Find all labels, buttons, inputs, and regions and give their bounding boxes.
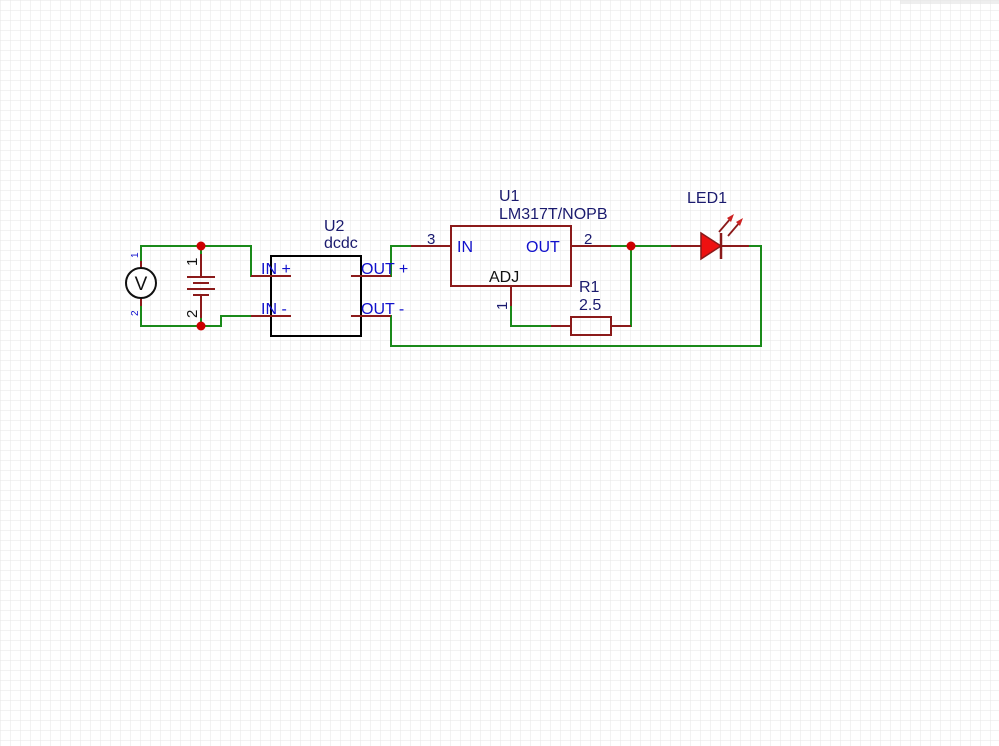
u1-pin-in-number: 3 (427, 231, 435, 248)
wire-in-minus (140, 306, 291, 327)
u1-pin-adj-number: 1 (494, 302, 511, 310)
u1-value: LM317T/NOPB (499, 206, 607, 223)
u2-body (270, 255, 362, 337)
u2-pin-in-minus-label: IN - (261, 301, 287, 318)
r1-resistor[interactable]: R1 2.5 (551, 279, 631, 336)
voltmeter-pin2-number: 2 (130, 310, 141, 316)
u2-dcdc[interactable]: U2 dcdc IN + IN - OUT + OUT - (251, 218, 408, 337)
u2-pin-out-minus-label: OUT - (361, 301, 404, 318)
junction-dot (196, 241, 206, 251)
voltmeter-pin1-number: 1 (130, 252, 141, 258)
battery-pin2-number: 2 (184, 310, 201, 318)
r1-value: 2.5 (579, 297, 601, 314)
battery-pin1-number: 1 (184, 258, 201, 266)
battery[interactable]: 1 2 (184, 254, 215, 318)
led1-triangle (700, 231, 723, 261)
u1-designator: U1 (499, 188, 520, 205)
junction-dot (626, 241, 636, 251)
u2-designator: U2 (324, 218, 345, 235)
r1-body (570, 316, 612, 336)
led1-light-arrows-icon (718, 214, 743, 237)
voltmeter[interactable]: V 1 2 (125, 252, 157, 316)
u2-pin-in-plus-label: IN + (261, 261, 291, 278)
led1-designator: LED1 (687, 190, 727, 207)
u1-pin-out-number: 2 (584, 231, 592, 248)
led1[interactable]: LED1 (671, 190, 749, 261)
voltmeter-body (125, 267, 157, 299)
u1-pin-in-label: IN (457, 239, 473, 256)
u1-pin-adj-label: ADJ (489, 269, 519, 286)
u2-pin-out-plus-label: OUT + (361, 261, 408, 278)
r1-designator: R1 (579, 279, 600, 296)
junction-dot (196, 321, 206, 331)
u2-value: dcdc (324, 235, 358, 252)
junctions (196, 241, 636, 331)
voltmeter-symbol: V (135, 274, 148, 295)
u1-regulator[interactable]: U1 LM317T/NOPB 3 2 1 IN OUT ADJ (411, 188, 611, 310)
u1-pin-out-label: OUT (526, 239, 560, 256)
